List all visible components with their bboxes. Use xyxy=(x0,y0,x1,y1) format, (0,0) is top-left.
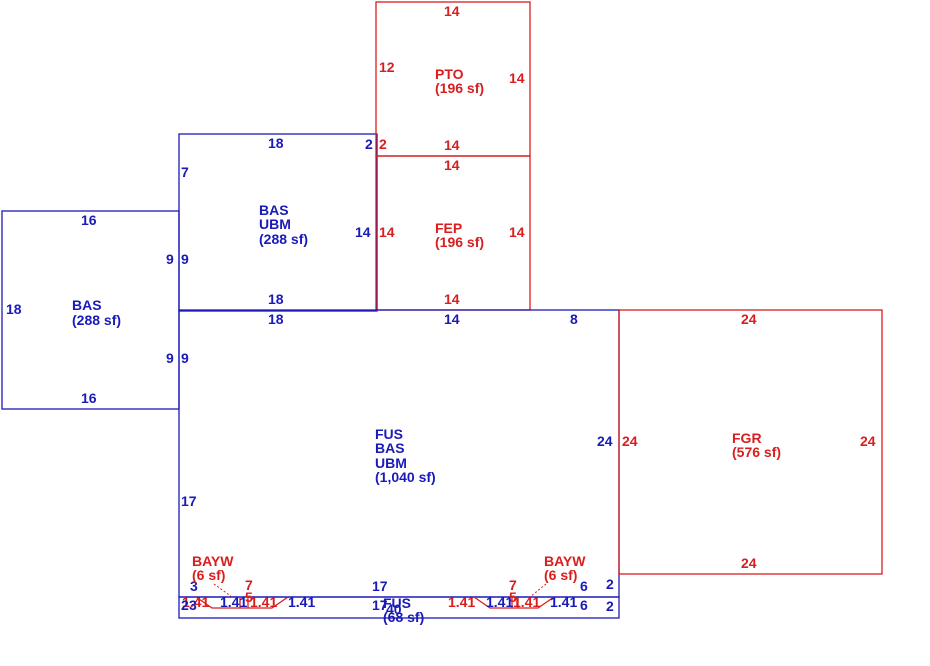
bayw-left-outline[interactable] xyxy=(195,596,289,609)
bayw-right-dim-mid: 5 xyxy=(509,589,517,605)
bas-left-dim-bottom: 16 xyxy=(81,390,97,406)
bas-left-dim-left: 18 xyxy=(6,301,22,317)
bayw-right-dim-seg2: 1.41 xyxy=(486,594,513,610)
bas-ubm-upper-area: (288 sf) xyxy=(259,231,308,247)
bayw-right-area: (6 sf) xyxy=(544,567,577,583)
bas-ubm-upper-outline[interactable] xyxy=(178,133,378,312)
fus-main-dim-left-c: 3 xyxy=(190,578,198,594)
bayw-right-outline[interactable] xyxy=(473,596,555,609)
fus-main-dim-left-a: 9 xyxy=(181,350,189,366)
fep-dim-left: 14 xyxy=(379,224,395,240)
pto-code: PTO xyxy=(435,66,464,82)
bas-ubm-upper-dim-right-mid: 14 xyxy=(355,224,371,240)
fus-main-dim-top-a: 18 xyxy=(268,311,284,327)
fep-dim-bottom: 14 xyxy=(444,291,460,307)
bayw-left-dim-mid: 5 xyxy=(245,589,253,605)
bayw-right-leader xyxy=(529,583,547,598)
fus-main-area: (1,040 sf) xyxy=(375,469,436,485)
fgr-dim-left: 24 xyxy=(622,433,638,449)
fus-strip-dim-right-b: 2 xyxy=(606,598,614,614)
fus-strip-dim-left-b: 3 xyxy=(189,597,197,613)
bas-left-dim-top: 16 xyxy=(81,212,97,228)
bayw-left-dim-seg3: 1.41 xyxy=(250,594,277,610)
bayw-right-dim-seg1: 1.41 xyxy=(448,594,475,610)
fgr-dim-right: 24 xyxy=(860,433,876,449)
bas-ubm-upper-dim-left-top: 7 xyxy=(181,164,189,180)
bas-ubm-upper-code2: UBM xyxy=(259,216,291,232)
bayw-left-dim-top: 7 xyxy=(245,577,253,593)
fus-main-dim-bottom-right: 6 xyxy=(580,578,588,594)
fgr-dim-bottom: 24 xyxy=(741,555,757,571)
fus-strip-dim-left: 2 xyxy=(181,597,189,613)
fgr-dim-top: 24 xyxy=(741,311,757,327)
fus-strip-dim-top: 17 xyxy=(372,597,388,613)
bas-ubm-upper-dim-left-mid: 9 xyxy=(181,251,189,267)
pto-dim-left: 12 xyxy=(379,59,395,75)
bayw-left-dim-seg2: 1.41 xyxy=(220,594,247,610)
pto-dim-bottom: 14 xyxy=(444,137,460,153)
bas-left-dim-right-lower: 9 xyxy=(166,350,174,366)
fep-dim-right: 14 xyxy=(509,224,525,240)
fgr-outline[interactable] xyxy=(618,309,883,575)
bayw-right-dim-seg4: 1.41 xyxy=(550,594,577,610)
bayw-right-dim-seg3: 1.41 xyxy=(513,594,540,610)
bas-left-code: BAS xyxy=(72,297,102,313)
fus-main-dim-top-b: 14 xyxy=(444,311,460,327)
bayw-left-dim-seg1: 1.41 xyxy=(182,594,209,610)
fus-main-dim-right: 24 xyxy=(597,433,613,449)
fgr-code: FGR xyxy=(732,430,762,446)
bayw-left-dim-seg4: 1.41 xyxy=(288,594,315,610)
bayw-right-code: BAYW xyxy=(544,553,586,569)
bas-ubm-upper-code1: BAS xyxy=(259,202,289,218)
fep-dim-top: 14 xyxy=(444,157,460,173)
fus-strip-dim-right-a: 6 xyxy=(580,597,588,613)
fus-main-dim-bottom-mid: 17 xyxy=(372,578,388,594)
fus-main-code3: UBM xyxy=(375,455,407,471)
bas-left-dim-right-upper: 9 xyxy=(166,251,174,267)
fgr-area: (576 sf) xyxy=(732,444,781,460)
pto-dim-top: 14 xyxy=(444,3,460,19)
fus-main-dim-left-b: 17 xyxy=(181,493,197,509)
pto-area: (196 sf) xyxy=(435,80,484,96)
fus-strip-code: FUS xyxy=(383,595,411,611)
bas-ubm-upper-dim-top: 18 xyxy=(268,135,284,151)
bas-left-area: (288 sf) xyxy=(72,312,121,328)
fus-strip-area: (68 sf) xyxy=(383,609,424,625)
fus-strip-outline[interactable] xyxy=(178,596,620,619)
bas-ubm-upper-dim-right-top: 2 xyxy=(365,136,373,152)
bayw-left-area: (6 sf) xyxy=(192,567,225,583)
fus-main-dim-bottom-right-b: 2 xyxy=(606,576,614,592)
fus-main-dim-top-c: 8 xyxy=(570,311,578,327)
pto-dim-right: 14 xyxy=(509,70,525,86)
bayw-right-dim-top: 7 xyxy=(509,577,517,593)
pto-dim-left-bottom: 2 xyxy=(379,136,387,152)
fus-strip-dim-top-b: 40 xyxy=(386,601,402,617)
fep-area: (196 sf) xyxy=(435,234,484,250)
fus-main-code2: BAS xyxy=(375,440,405,456)
bayw-left-code: BAYW xyxy=(192,553,234,569)
bas-ubm-upper-dim-bottom: 18 xyxy=(268,291,284,307)
fus-main-code1: FUS xyxy=(375,426,403,442)
fep-code: FEP xyxy=(435,220,462,236)
